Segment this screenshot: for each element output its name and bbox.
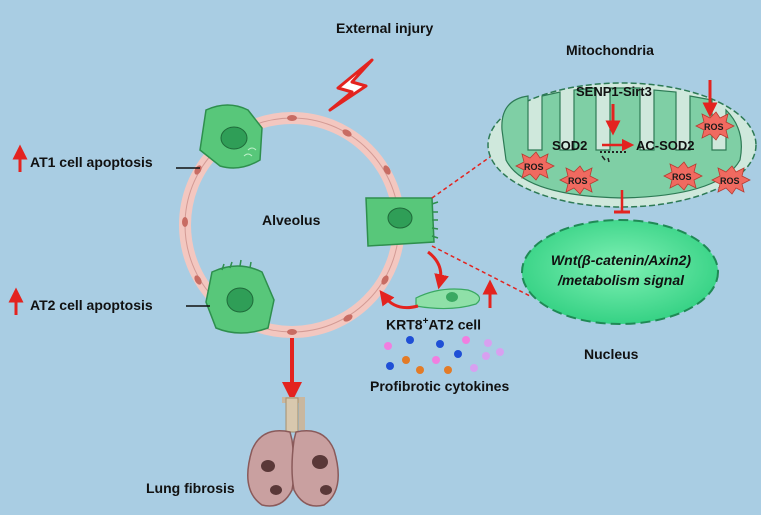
krt8-at2-cell-label: KRT8+AT2 cell <box>386 316 481 333</box>
at1-apoptosis-label: AT1 cell apoptosis <box>30 154 153 170</box>
lung-icon <box>247 397 339 507</box>
at2-cell-icon <box>205 259 275 334</box>
ros-label: ROS <box>568 176 588 186</box>
nucleus-body <box>521 219 719 325</box>
krt8-prefix: KRT8 <box>386 316 423 333</box>
krt8-suffix: AT2 cell <box>428 316 482 333</box>
back-to-ring-arrow <box>379 290 419 310</box>
to-krt8-arrow <box>427 250 449 290</box>
wnt-signal-line1: Wnt(β-catenin/Axin2) <box>550 252 692 268</box>
at1-cell-icon <box>199 104 263 169</box>
ros-label: ROS <box>720 176 740 186</box>
ring-at2-cell-icon <box>365 197 439 247</box>
krt8-superscript: + <box>422 316 429 327</box>
profibrotic-cytokines-label: Profibrotic cytokines <box>370 378 510 394</box>
ros-label: ROS <box>704 122 724 132</box>
wnt-signal-line2: /metabolism signal <box>557 272 685 288</box>
alveolus-label: Alveolus <box>262 212 321 228</box>
ros-spots <box>515 111 751 195</box>
lung-fibrosis-label: Lung fibrosis <box>146 480 235 496</box>
ros-label: ROS <box>672 172 692 182</box>
external-injury-label: External injury <box>336 20 434 36</box>
mitochondria-label: Mitochondria <box>566 42 654 58</box>
ros-label: ROS <box>524 162 544 172</box>
sod2-label: SOD2 <box>552 138 588 153</box>
ac-sod2-label: AC-SOD2 <box>636 138 695 153</box>
senp1-sirt3-label: SENP1-Sirt3 <box>576 84 652 99</box>
cytokine-dots <box>384 336 504 374</box>
krt8-cell-icon <box>415 288 481 310</box>
at2-apoptosis-label: AT2 cell apoptosis <box>30 297 153 313</box>
nucleus-label: Nucleus <box>584 346 639 362</box>
lightning-icon <box>328 58 374 112</box>
